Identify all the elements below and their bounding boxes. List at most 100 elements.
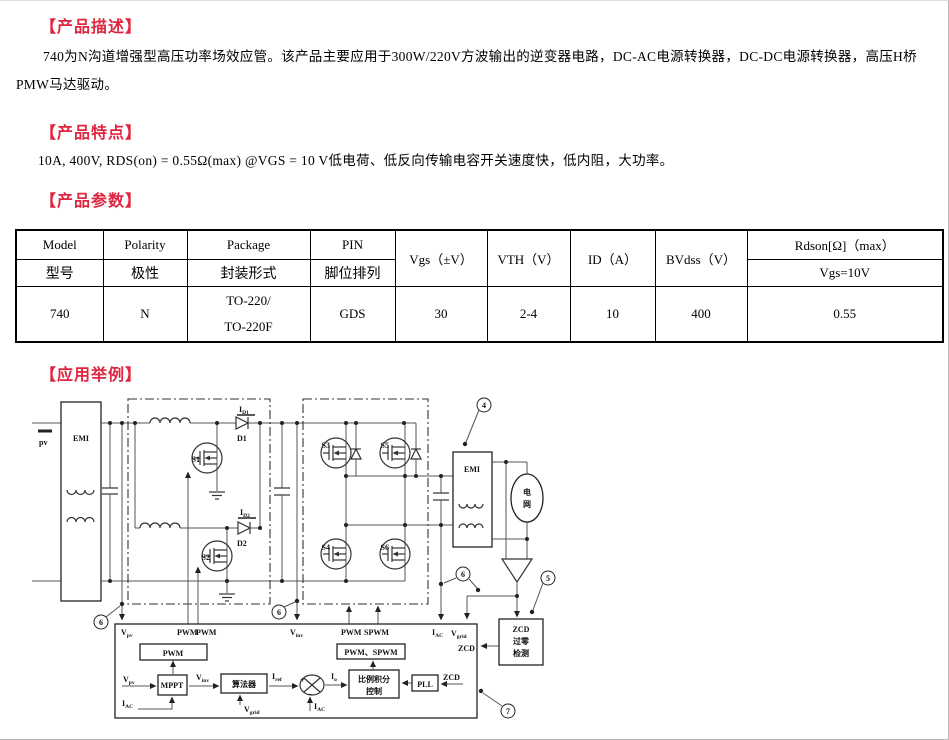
col-header-polarity-en: Polarity [102, 229, 188, 260]
svg-text:6: 6 [277, 608, 281, 617]
features-paragraph: 10A, 400V, RDS(on) = 0.55Ω(max) @VGS = 1… [38, 153, 674, 168]
diode-d1 [235, 416, 250, 430]
col-header-model-zh: 型号 [15, 258, 104, 287]
ac-capacitor [433, 476, 449, 525]
iref-label: Iref [272, 672, 282, 683]
ground-symbol [218, 593, 236, 602]
cell-rdson: 0.55 [746, 285, 944, 343]
pwm-spwm-block-label: PWM、SPWM [344, 648, 398, 657]
section-heading-parameters: 【产品参数】 [40, 193, 143, 210]
freewheel-diode [350, 448, 362, 460]
zcd-label-1: ZCD [513, 625, 530, 634]
zcd-detection-box: ZCD 过零 检测 [480, 618, 544, 666]
emi2-label: EMI [464, 465, 480, 474]
callout-7: 7 [482, 692, 516, 719]
ctl-iac-in: IAC [122, 699, 133, 710]
ctl-vinv-mid: Vinv [196, 673, 209, 684]
sense-amplifier [464, 462, 534, 620]
zcd-label-3: 检测 [513, 648, 529, 658]
id1-label: ID1 [239, 405, 249, 416]
mppt-block-label: MPPT [161, 681, 184, 690]
ctl-vgrid-top: Vgrid [451, 629, 467, 640]
s3-label: S3 [322, 441, 330, 450]
pv-label: pv [39, 438, 47, 447]
col-header-polarity-zh: 极性 [102, 258, 188, 287]
junction-dots [108, 421, 535, 694]
s6-label: S6 [381, 543, 389, 552]
ctl-pwm-top3: PWM [341, 628, 362, 637]
boost-inductor-1 [149, 417, 191, 424]
emi-filter-right: EMI [452, 451, 493, 548]
col-header-package-en: Package [186, 229, 311, 260]
col-header-vth: VTH（V） [486, 229, 571, 287]
s1-label: S1 [192, 455, 200, 464]
section-heading-application: 【应用举例】 [40, 367, 143, 384]
callout-5: 5 [532, 570, 556, 611]
boost-inductor-2 [139, 522, 181, 529]
parameters-table: Model Polarity Package PIN Vgs（±V） VTH（V… [15, 229, 944, 343]
col-header-id: ID（A） [569, 229, 656, 287]
algorithm-block-label: 算法器 [232, 679, 257, 689]
choke-coil [66, 516, 95, 523]
callout-6-left: 6 [93, 605, 121, 630]
col-header-pin-zh: 脚位排列 [309, 258, 396, 287]
cell-vth: 2-4 [486, 285, 571, 343]
pv-source-symbol: pv [32, 422, 61, 582]
s2-label: S2 [202, 553, 210, 562]
application-circuit-diagram: pv EMI [32, 397, 556, 719]
choke-coil [458, 523, 484, 529]
cell-package-line1: TO-220/ [226, 292, 271, 308]
d1-label: D1 [237, 434, 247, 443]
col-header-package-zh: 封装形式 [186, 258, 311, 287]
pi-control-block [348, 669, 400, 699]
io-label: Io [331, 672, 337, 683]
col-header-rdson: Rdson[Ω]（max） [746, 229, 944, 260]
zcd-pll-label: ZCD [443, 673, 460, 682]
cell-polarity: N [102, 285, 188, 343]
choke-coil [66, 489, 95, 496]
ctl-pwm-top2: PWM [196, 628, 217, 637]
emi1-label: EMI [73, 434, 89, 443]
pwm-spwm-block [336, 643, 406, 660]
ground-symbol [208, 491, 226, 500]
inverter-bridge-box: S3 S5 S4 S6 [302, 398, 429, 605]
svg-text:6: 6 [461, 570, 465, 579]
pwm-block [139, 643, 208, 661]
d2-label: D2 [237, 539, 247, 548]
pi-control-label2: 控制 [366, 686, 382, 696]
svg-text:5: 5 [546, 574, 550, 583]
cell-package: TO-220/ TO-220F [186, 285, 311, 343]
control-system-box: Vpv PWM PWM Vinv PWM SPWM IAC Vgrid ZCD … [114, 623, 478, 719]
cell-id: 10 [569, 285, 656, 343]
freewheel-diode [410, 448, 422, 460]
ctl-vinv-top: Vinv [290, 628, 303, 639]
callout-6-right: 6 [443, 566, 478, 589]
pi-control-label1: 比例积分 [358, 674, 390, 684]
callout-6-mid: 6 [271, 601, 296, 620]
cell-model: 740 [15, 285, 104, 343]
ctl-vpv-in: Vpv [123, 675, 135, 686]
svg-text:4: 4 [482, 401, 486, 410]
grid-label-char1: 电 [523, 487, 531, 497]
ctl-spwm-top: SPWM [364, 628, 389, 637]
sum-minus: − [307, 690, 312, 699]
ctl-pwm-top1: PWM [177, 628, 198, 637]
zcd-label-2: 过零 [513, 636, 530, 646]
dc-rails [101, 422, 416, 582]
table-row: 740 N TO-220/ TO-220F GDS 30 2-4 10 400 … [15, 285, 944, 343]
col-header-rdson-condition: Vgs=10V [746, 258, 944, 287]
grid-connection: 电 网 [492, 461, 544, 540]
grid-ellipse [510, 473, 544, 523]
col-header-pin-en: PIN [309, 229, 396, 260]
summing-junction: + − [299, 674, 325, 699]
ctl-vpv-top: Vpv [121, 628, 133, 639]
boost-converter-box: S1 S2 ID1 D1 ID2 D2 [127, 398, 271, 605]
col-header-bvdss: BVdss（V） [654, 229, 748, 287]
ctl-zcd-top: ZCD [458, 644, 475, 653]
s4-label: S4 [322, 543, 330, 552]
sum-plus: + [300, 676, 305, 685]
svg-text:7: 7 [506, 707, 510, 716]
section-heading-description: 【产品描述】 [40, 19, 143, 36]
col-header-vgs: Vgs（±V） [394, 229, 488, 287]
iac2-label: IAC [314, 702, 325, 713]
